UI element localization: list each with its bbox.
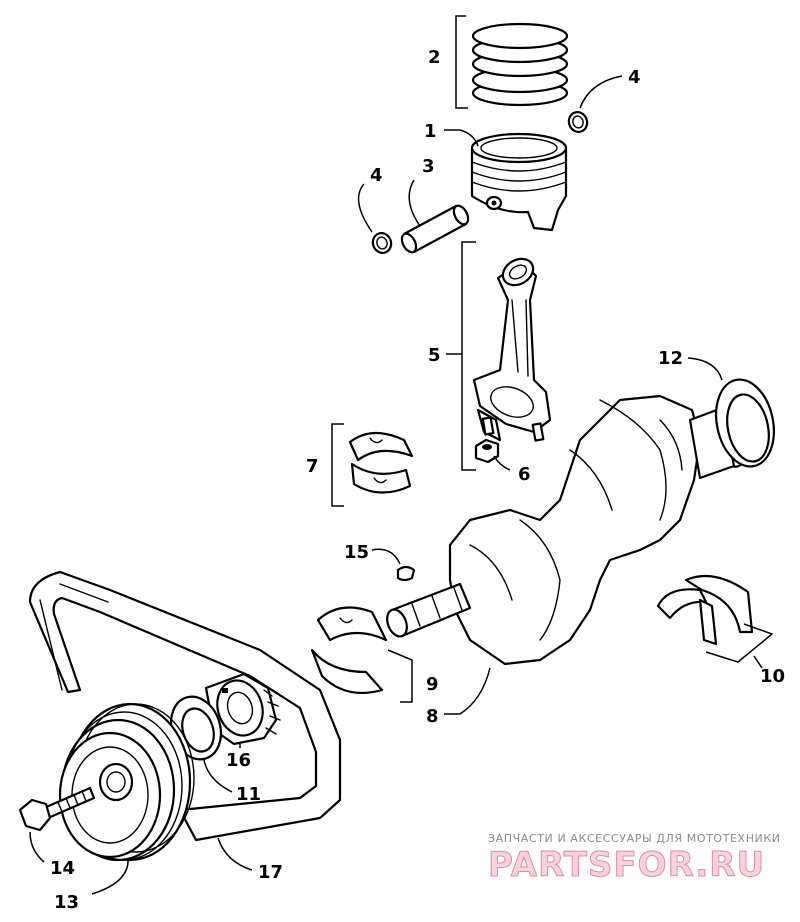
callout-14: 14 xyxy=(50,858,75,879)
drive-belt xyxy=(28,570,342,842)
callout-11: 11 xyxy=(236,784,261,805)
callout-5: 5 xyxy=(428,345,441,366)
callout-8: 8 xyxy=(426,706,439,727)
connecting-rod-nut xyxy=(474,438,500,464)
main-bearing-left xyxy=(310,606,388,694)
callout-16: 16 xyxy=(226,750,251,771)
crankshaft xyxy=(386,394,748,666)
callout-1: 1 xyxy=(424,121,437,142)
callout-15: 15 xyxy=(344,542,369,563)
callout-labels: 1 2 3 4 4 5 6 7 8 9 10 11 12 13 14 15 16… xyxy=(50,47,785,913)
connecting-rod xyxy=(472,257,552,442)
crank-sprocket xyxy=(204,672,281,746)
watermark-tagline: ЗАПЧАСТИ И АКСЕССУАРЫ ДЛЯ МОТОТЕХНИКИ xyxy=(488,832,781,845)
callout-6: 6 xyxy=(518,464,531,485)
watermark-site: PARTSFOR.RU xyxy=(488,845,765,885)
piston-pin xyxy=(400,204,470,254)
callout-12: 12 xyxy=(658,348,683,369)
watermark: ЗАПЧАСТИ И АКСЕССУАРЫ ДЛЯ МОТОТЕХНИКИ PA… xyxy=(488,832,781,886)
piston xyxy=(470,132,568,232)
callout-3: 3 xyxy=(422,156,435,177)
callout-4-upper: 4 xyxy=(628,67,641,88)
callout-10: 10 xyxy=(760,666,785,687)
callout-13: 13 xyxy=(54,892,79,913)
piston-pin-circlip-upper xyxy=(567,111,589,133)
oil-seal-right xyxy=(715,378,775,468)
piston-pin-circlip-lower xyxy=(371,232,393,254)
connecting-rod-bearing xyxy=(348,431,414,494)
callout-4-lower: 4 xyxy=(370,165,383,186)
callout-2: 2 xyxy=(428,47,441,68)
callout-9: 9 xyxy=(426,674,439,695)
woodruff-key xyxy=(396,565,416,582)
callout-7: 7 xyxy=(306,456,319,477)
crank-pulley xyxy=(58,702,195,862)
main-bearing-right xyxy=(656,574,754,646)
callout-17: 17 xyxy=(258,862,283,883)
leader-lines xyxy=(29,15,774,895)
pulley-bolt xyxy=(18,786,96,832)
piston-rings xyxy=(471,22,569,107)
